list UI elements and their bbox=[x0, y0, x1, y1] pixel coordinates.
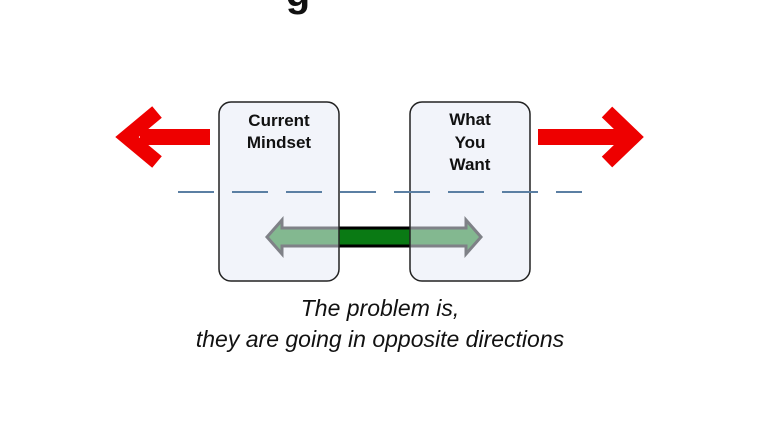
title-fragment: g bbox=[286, 0, 310, 15]
box-label-line: Mindset bbox=[247, 133, 312, 152]
caption-line-2: they are going in opposite directions bbox=[195, 326, 565, 352]
box-current-mindset: Current Mindset bbox=[218, 101, 340, 282]
red-arrow-right-icon bbox=[538, 106, 644, 168]
box-label-line: What bbox=[449, 110, 491, 129]
box-label-line: You bbox=[455, 133, 486, 152]
red-arrow-left-icon bbox=[115, 106, 210, 168]
caption-line-1: The problem is, bbox=[300, 295, 460, 321]
box-label-line: Want bbox=[450, 155, 491, 174]
box-label-line: Current bbox=[248, 111, 310, 130]
